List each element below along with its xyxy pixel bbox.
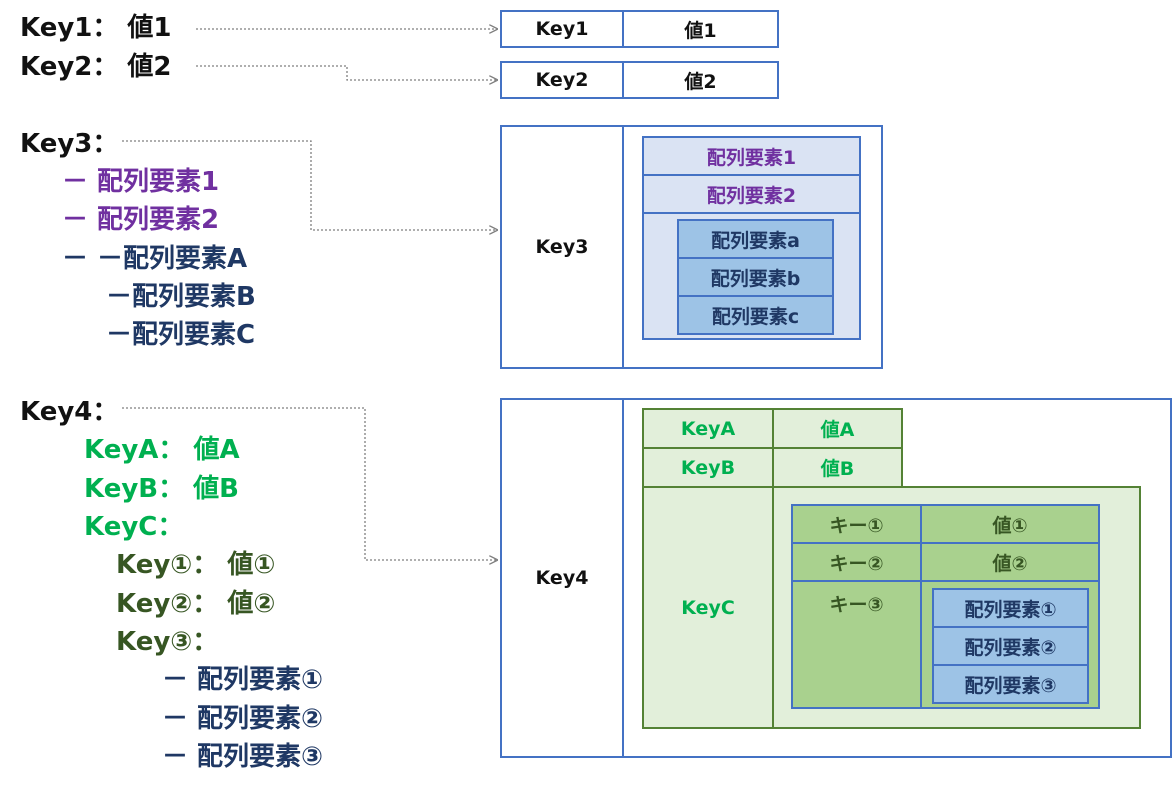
table3-value-cell bbox=[622, 125, 883, 369]
table3-subarray-item-a: 配列要素a bbox=[677, 219, 834, 259]
key4-item-a: KeyA： 値A bbox=[84, 435, 240, 465]
key3-item-1: － 配列要素1 bbox=[62, 167, 220, 197]
connector-key2 bbox=[196, 65, 497, 80]
connector-key4 bbox=[122, 407, 497, 560]
connector-key3 bbox=[122, 140, 497, 230]
table3-subarray-item-a-label: 配列要素a bbox=[711, 229, 800, 252]
table2-value: 値2 bbox=[684, 70, 717, 93]
inner-key3-cell: キー③ bbox=[791, 580, 922, 709]
inner-key1-cell: キー① bbox=[791, 504, 922, 544]
table4-key: Key4 bbox=[535, 567, 589, 589]
table3-array-item-1-label: 配列要素1 bbox=[706, 146, 797, 169]
table4-vala-cell: 値A bbox=[772, 408, 903, 449]
inner-key3: キー③ bbox=[829, 594, 884, 616]
table2-value-cell: 値2 bbox=[622, 61, 779, 99]
inner-key2-cell: キー② bbox=[791, 542, 922, 582]
table4-keyc-cell: KeyC bbox=[642, 486, 774, 729]
key3-item-b: －配列要素B bbox=[106, 282, 256, 312]
table4-keya-cell: KeyA bbox=[642, 408, 774, 449]
inner-val2-cell: 値② bbox=[920, 542, 1100, 582]
key4-line: Key4： bbox=[20, 397, 119, 427]
inner-array-item-3-label: 配列要素③ bbox=[964, 674, 1057, 697]
table4-vala: 値A bbox=[820, 419, 855, 441]
array-item-3: － 配列要素③ bbox=[162, 742, 324, 772]
inner-array-item-3: 配列要素③ bbox=[932, 664, 1089, 704]
inner-array-item-1: 配列要素① bbox=[932, 588, 1089, 628]
table4-key-cell: Key4 bbox=[500, 398, 624, 758]
table4-valb: 値B bbox=[820, 458, 855, 480]
table4-keya: KeyA bbox=[680, 417, 736, 440]
inner-array-item-2: 配列要素② bbox=[932, 626, 1089, 666]
table3-subarray-item-c-label: 配列要素c bbox=[711, 305, 800, 328]
array-item-2: － 配列要素② bbox=[162, 704, 324, 734]
keyc-item-1: Key①： 値① bbox=[116, 550, 276, 580]
key3-item-a: － －配列要素A bbox=[62, 244, 248, 274]
inner-val1: 値① bbox=[992, 514, 1028, 537]
key1-line: Key1： 値1 bbox=[20, 13, 172, 43]
key4-item-b: KeyB： 値B bbox=[84, 474, 239, 504]
table2-key: Key2 bbox=[535, 69, 589, 91]
key2-line: Key2： 値2 bbox=[20, 52, 172, 82]
inner-key1: キー① bbox=[829, 514, 884, 537]
table3-key: Key3 bbox=[535, 236, 589, 258]
table3-subarray-item-c: 配列要素c bbox=[677, 295, 834, 335]
table1-key: Key1 bbox=[535, 18, 589, 40]
inner-key2: キー② bbox=[829, 552, 884, 575]
key3-item-c: －配列要素C bbox=[106, 320, 256, 350]
table1-value: 値1 bbox=[684, 19, 717, 42]
key3-item-2: － 配列要素2 bbox=[62, 205, 220, 235]
table4-valb-cell: 値B bbox=[772, 447, 903, 488]
array-item-1: － 配列要素① bbox=[162, 665, 324, 695]
table4-value-cell bbox=[622, 398, 1172, 758]
table3-subarray-item-b-label: 配列要素b bbox=[710, 267, 801, 290]
table3-key-cell: Key3 bbox=[500, 125, 624, 369]
table3-subarray-item-b: 配列要素b bbox=[677, 257, 834, 297]
table1-key-cell: Key1 bbox=[500, 10, 624, 48]
inner-array-item-1-label: 配列要素① bbox=[964, 598, 1057, 621]
table4-keyb-cell: KeyB bbox=[642, 447, 774, 488]
table4-keyb: KeyB bbox=[680, 456, 736, 479]
inner-val1-cell: 値① bbox=[920, 504, 1100, 544]
table4-keyc: KeyC bbox=[681, 596, 735, 619]
inner-val2: 値② bbox=[992, 552, 1028, 575]
key4-item-c: KeyC： bbox=[84, 512, 184, 542]
table1-value-cell: 値1 bbox=[622, 10, 779, 48]
inner-array-item-2-label: 配列要素② bbox=[964, 636, 1057, 659]
keyc-item-3: Key③： bbox=[116, 627, 219, 657]
table3-array-item-2-label: 配列要素2 bbox=[706, 184, 797, 207]
keyc-item-2: Key②： 値② bbox=[116, 589, 276, 619]
table2-key-cell: Key2 bbox=[500, 61, 624, 99]
table3-array-item-1: 配列要素1 bbox=[642, 136, 861, 176]
table3-array-item-2: 配列要素2 bbox=[642, 174, 861, 214]
key3-line: Key3： bbox=[20, 129, 119, 159]
